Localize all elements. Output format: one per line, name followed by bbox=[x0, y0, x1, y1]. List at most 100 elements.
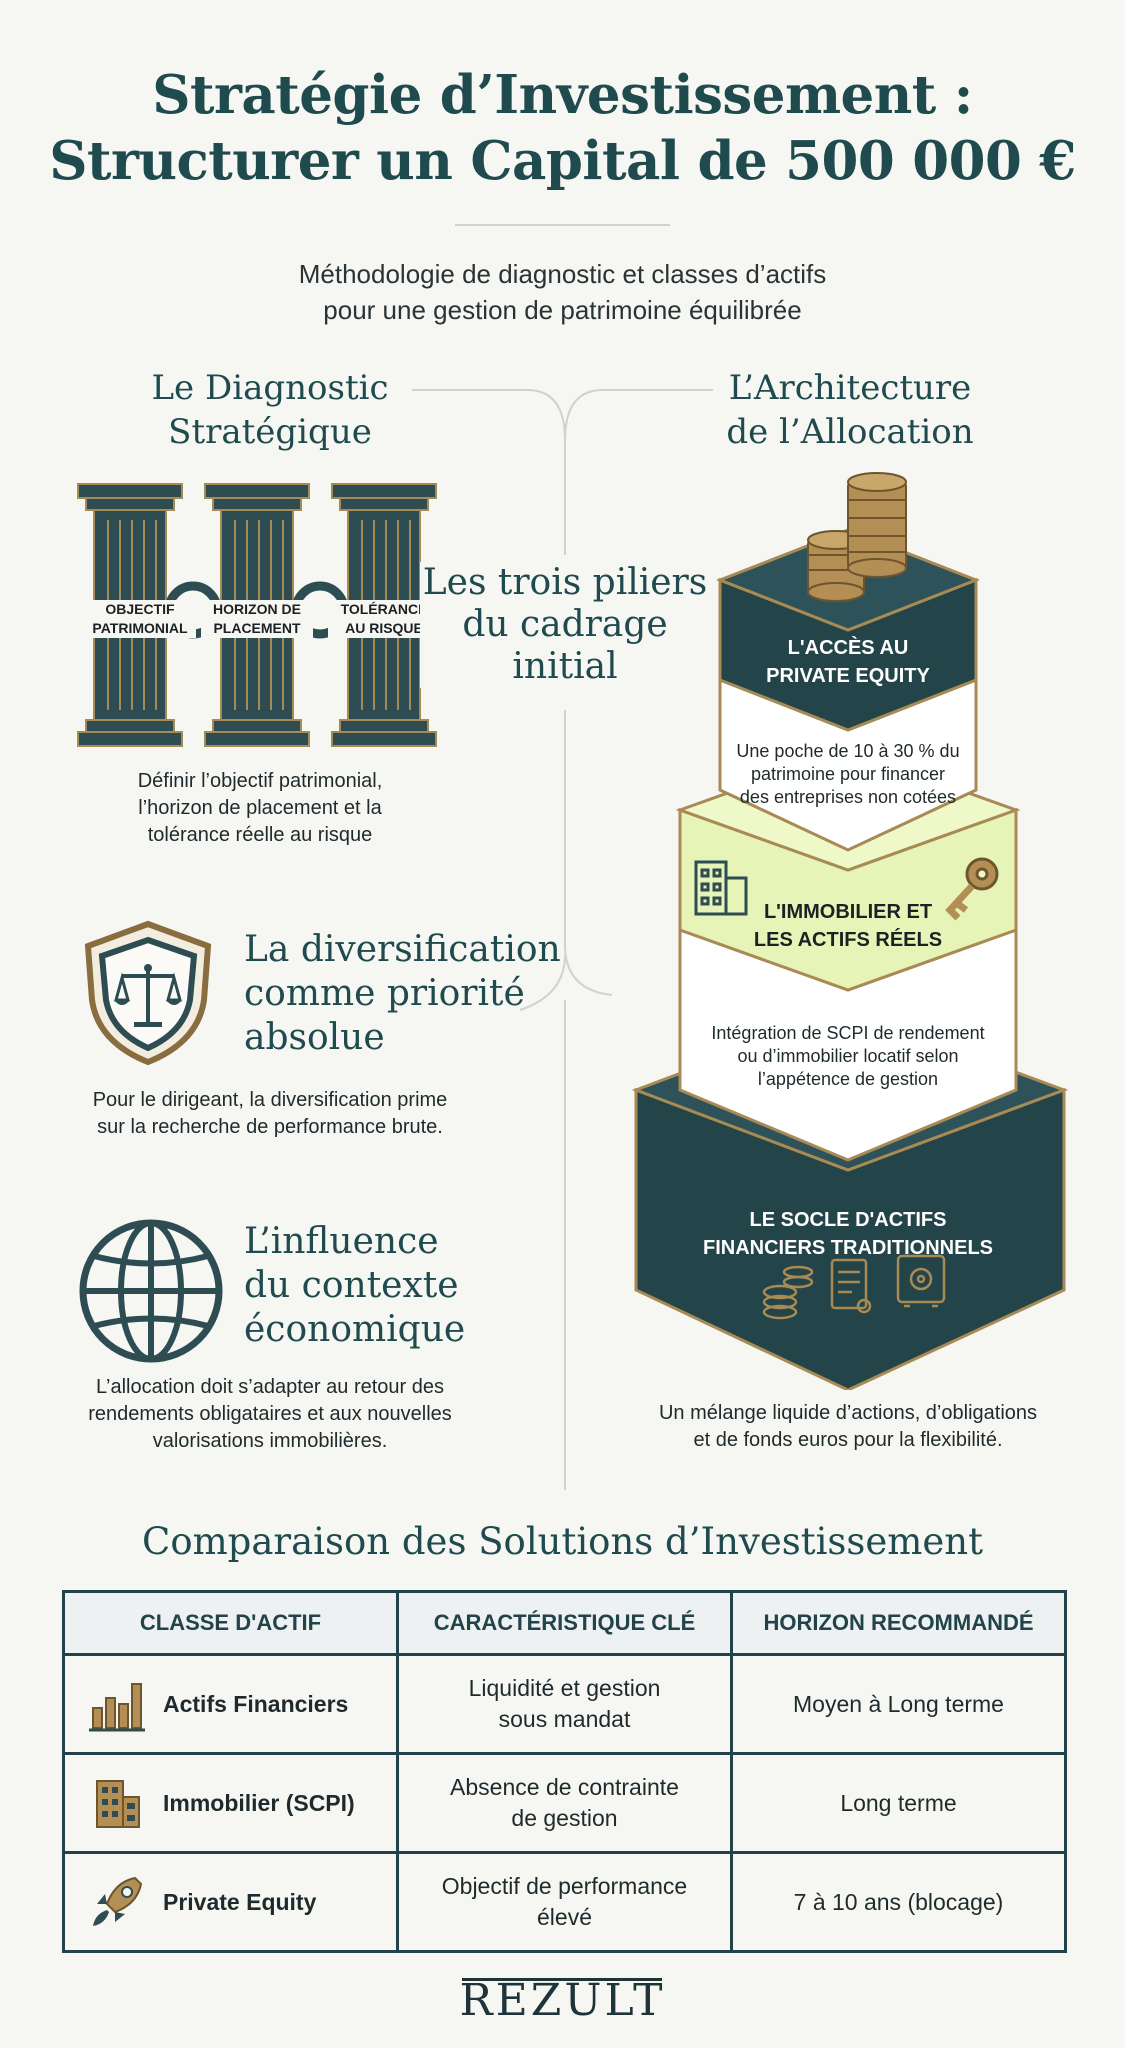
contexte-description: L’allocation doit s’adapter au retour de… bbox=[60, 1374, 480, 1455]
tier-label-private-equity: L'ACCÈS AU PRIVATE EQUITY bbox=[720, 634, 976, 690]
cell-line: élevé bbox=[537, 1904, 592, 1930]
tier-desc-line: des entreprises non cotées bbox=[739, 787, 957, 807]
feature-heading-line: comme priorité bbox=[244, 973, 525, 1014]
tier-label-financial: LE SOCLE D'ACTIFS FINANCIERS TRADITIONNE… bbox=[660, 1206, 1036, 1262]
column-header-key-feature: CARACTÉRISTIQUE CLÉ bbox=[396, 1590, 733, 1656]
comparison-title: Comparaison des Solutions d’Investisseme… bbox=[142, 1520, 983, 1563]
feature-heading-line: économique bbox=[244, 1309, 466, 1350]
contexte-heading: L’influence du contexte économique bbox=[244, 1220, 564, 1352]
desc-line: L’allocation doit s’adapter au retour de… bbox=[95, 1376, 444, 1398]
subtitle-line-1: Méthodologie de diagnostic et classes d’… bbox=[298, 259, 827, 289]
page-subtitle: Méthodologie de diagnostic et classes d’… bbox=[0, 256, 1125, 328]
feature-heading-line: La diversification bbox=[244, 929, 561, 970]
tier-label-line: PRIVATE EQUITY bbox=[766, 665, 930, 687]
diagnostic-heading: Le Diagnostic Stratégique bbox=[100, 366, 440, 454]
center-line: initial bbox=[512, 646, 618, 687]
cell-line: de gestion bbox=[511, 1805, 618, 1831]
desc-line: sur la recherche de performance brute. bbox=[97, 1116, 443, 1138]
desc-line: l’horizon de placement et la bbox=[138, 797, 382, 819]
cell-line: sous mandat bbox=[498, 1706, 631, 1732]
center-line: Les trois piliers bbox=[422, 562, 708, 603]
diagnostic-heading-line-2: Stratégique bbox=[168, 412, 372, 452]
tier-desc-financial: Un mélange liquide d’actions, d’obligati… bbox=[615, 1400, 1081, 1454]
pillar-label-tolerance: TOLÉRANCE AU RISQUE bbox=[328, 600, 440, 638]
bar-chart-icon bbox=[89, 1683, 145, 1732]
diagnostic-heading-line-1: Le Diagnostic bbox=[151, 368, 389, 408]
table-row: Actifs Financiers Liquidité et gestion s… bbox=[62, 1653, 1067, 1755]
tier-label-line: L'ACCÈS AU bbox=[787, 637, 909, 659]
building-icon bbox=[694, 860, 748, 916]
tier-desc-line: et de fonds euros pour la flexibilité. bbox=[693, 1429, 1003, 1451]
table-cell-horizon: Long terme bbox=[730, 1752, 1067, 1854]
column-header-horizon: HORIZON RECOMMANDÉ bbox=[730, 1590, 1067, 1656]
pillars-description: Définir l’objectif patrimonial, l’horizo… bbox=[70, 768, 450, 849]
table-cell-horizon: 7 à 10 ans (blocage) bbox=[730, 1851, 1067, 1953]
feature-heading-line: du contexte bbox=[244, 1265, 459, 1306]
tier-label-line: LE SOCLE D'ACTIFS bbox=[749, 1209, 947, 1231]
rocket-icon bbox=[93, 1876, 143, 1926]
pillar-label-line: PLACEMENT bbox=[213, 620, 301, 636]
building-icon bbox=[96, 1780, 140, 1828]
feature-heading-line: absolue bbox=[244, 1017, 385, 1058]
connector-lines bbox=[412, 389, 713, 1490]
tier-desc-private-equity: Une poche de 10 à 30 % du patrimoine pou… bbox=[720, 740, 976, 809]
desc-line: Pour le dirigeant, la diversification pr… bbox=[92, 1089, 448, 1111]
page-title: Stratégie d’Investissement : Structurer … bbox=[0, 62, 1125, 194]
subtitle-line-2: pour une gestion de patrimoine équilibré… bbox=[323, 295, 802, 325]
logo-rule bbox=[462, 1978, 662, 1981]
tier-label-line: FINANCIERS TRADITIONNELS bbox=[703, 1237, 993, 1259]
desc-line: Définir l’objectif patrimonial, bbox=[137, 770, 383, 792]
pillar-label-line: OBJECTIF bbox=[105, 601, 175, 617]
table-header-row: CLASSE D'ACTIF CARACTÉRISTIQUE CLÉ HORIZ… bbox=[62, 1590, 1067, 1656]
tier-desc-line: Intégration de SCPI de rendement bbox=[711, 1023, 985, 1043]
desc-line: rendements obligataires et aux nouvelles bbox=[88, 1403, 452, 1425]
brand-logo: REZULT bbox=[459, 1975, 666, 2026]
asset-class-name: Actifs Financiers bbox=[163, 1690, 349, 1717]
diversification-description: Pour le dirigeant, la diversification pr… bbox=[60, 1087, 480, 1141]
table-cell-asset-class: Immobilier (SCPI) bbox=[62, 1752, 399, 1854]
asset-class-name: Private Equity bbox=[163, 1888, 317, 1915]
tier-desc-line: ou d’immobilier locatif selon bbox=[737, 1046, 959, 1066]
table-cell-asset-class: Actifs Financiers bbox=[62, 1653, 399, 1755]
allocation-stack-diagram bbox=[631, 472, 1069, 1390]
table-cell-key-feature: Absence de contrainte de gestion bbox=[396, 1752, 733, 1854]
center-line: du cadrage bbox=[462, 604, 668, 645]
tier-desc-line: l’appétence de gestion bbox=[757, 1069, 939, 1089]
safe-icon bbox=[896, 1254, 946, 1308]
cell-line: Absence de contrainte bbox=[450, 1774, 679, 1800]
desc-line: valorisations immobilières. bbox=[152, 1430, 388, 1452]
pillar-label-horizon: HORIZON DE PLACEMENT bbox=[201, 600, 313, 638]
title-divider bbox=[455, 224, 670, 226]
table-cell-key-feature: Liquidité et gestion sous mandat bbox=[396, 1653, 733, 1755]
tier-desc-line: Un mélange liquide d’actions, d’obligati… bbox=[658, 1402, 1038, 1424]
center-pillars-caption: Les trois piliers du cadrage initial bbox=[420, 562, 710, 688]
pillar-label-objectif: OBJECTIF PATRIMONIAL bbox=[84, 600, 196, 638]
title-line-2: Structurer un Capital de 500 000 € bbox=[49, 130, 1076, 192]
column-header-asset-class: CLASSE D'ACTIF bbox=[62, 1590, 399, 1656]
tier-label-line: LES ACTIFS RÉELS bbox=[753, 929, 943, 951]
tier-desc-line: patrimoine pour financer bbox=[750, 764, 946, 784]
contract-scroll-icon bbox=[830, 1258, 872, 1314]
coin-stack-icon bbox=[807, 472, 907, 602]
globe-icon bbox=[79, 1219, 223, 1363]
pillar-label-line: TOLÉRANCE bbox=[340, 601, 428, 617]
allocation-heading-line: de l’Allocation bbox=[726, 412, 974, 452]
allocation-heading: L’Architecture de l’Allocation bbox=[690, 366, 1010, 454]
tier-desc-line: Une poche de 10 à 30 % du bbox=[736, 741, 960, 761]
diversification-heading: La diversification comme priorité absolu… bbox=[244, 928, 564, 1060]
tier-label-real-estate: L'IMMOBILIER ET LES ACTIFS RÉELS bbox=[720, 898, 976, 954]
table-cell-asset-class: Private Equity bbox=[62, 1851, 399, 1953]
table-row: Immobilier (SCPI) Absence de contrainte … bbox=[62, 1752, 1067, 1854]
desc-line: tolérance réelle au risque bbox=[147, 824, 373, 846]
table-cell-horizon: Moyen à Long terme bbox=[730, 1653, 1067, 1755]
title-line-1: Stratégie d’Investissement : bbox=[152, 64, 973, 126]
feature-heading-line: L’influence bbox=[244, 1221, 439, 1262]
cell-line: Liquidité et gestion bbox=[468, 1675, 661, 1701]
asset-class-name: Immobilier (SCPI) bbox=[163, 1789, 355, 1816]
pillar-label-line: PATRIMONIAL bbox=[92, 620, 188, 636]
table-row: Private Equity Objectif de performance é… bbox=[62, 1851, 1067, 1953]
allocation-heading-line: L’Architecture bbox=[728, 368, 972, 408]
table-cell-key-feature: Objectif de performance élevé bbox=[396, 1851, 733, 1953]
scales-shield-icon bbox=[84, 920, 212, 1066]
pillar-label-line: AU RISQUE bbox=[345, 620, 423, 636]
